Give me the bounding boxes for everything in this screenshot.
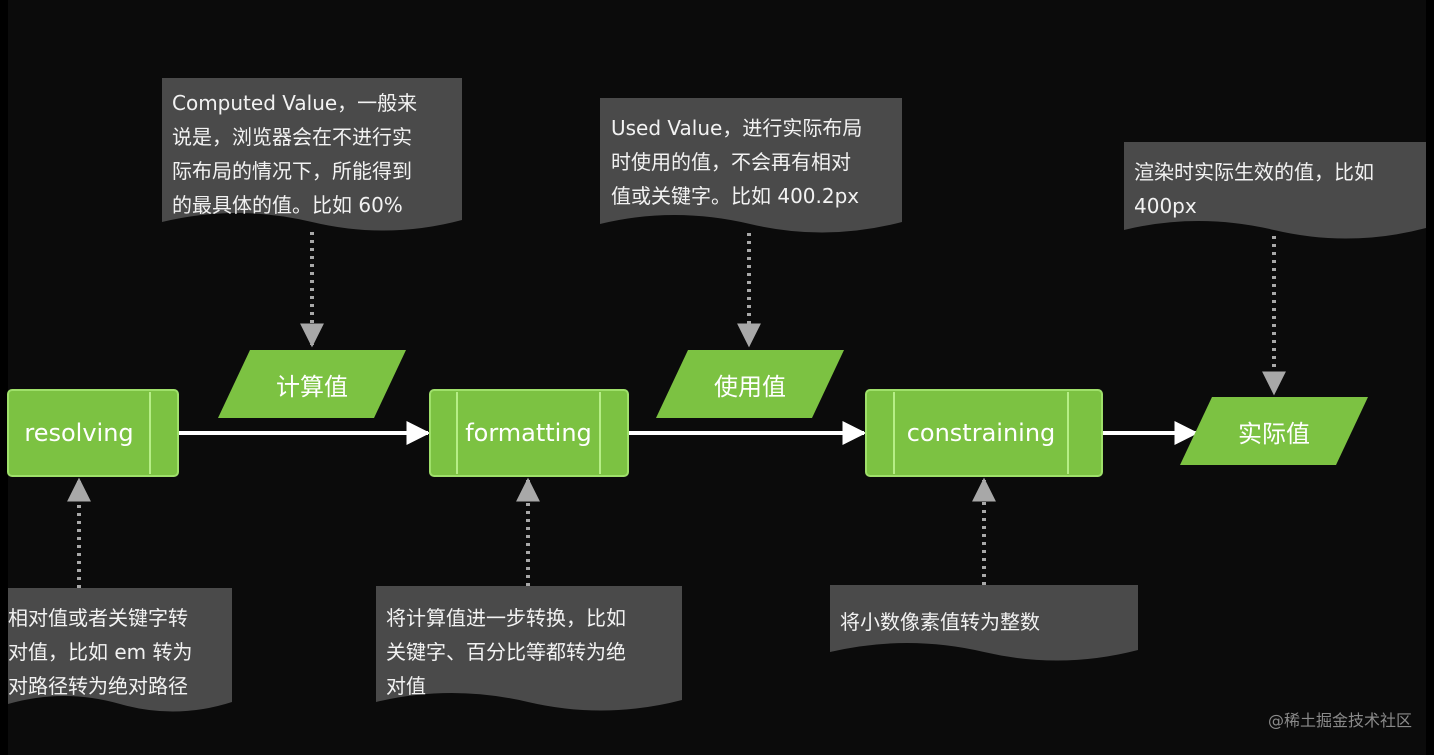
data-node-used	[656, 350, 844, 418]
note-text-resolving: 相对值或者关键字转 对值，比如 em 转为 对路径转为绝对路径	[8, 606, 193, 698]
data-label-actual: 实际值	[1238, 419, 1310, 448]
note-text-actual: 渲染时实际生效的值，比如 400px	[1134, 160, 1374, 218]
data-node-actual	[1180, 397, 1368, 465]
process-node-resolving	[7, 389, 179, 477]
process-label-resolving: resolving	[24, 419, 134, 447]
process-label-formatting: formatting	[465, 419, 592, 447]
data-node-computed	[218, 350, 406, 418]
note-box-computed	[162, 78, 462, 231]
note-box-used	[600, 98, 902, 233]
note-text-computed: Computed Value，一般来 说是，浏览器会在不进行实 际布局的情况下，…	[172, 91, 418, 217]
note-box-resolving	[8, 588, 232, 712]
process-node-constraining	[865, 389, 1103, 477]
note-box-constraining	[830, 585, 1138, 661]
note-text-constraining: 将小数像素值转为整数	[840, 610, 1040, 634]
process-node-formatting	[429, 389, 629, 477]
watermark: @稀土掘金技术社区	[1267, 711, 1412, 730]
data-label-used: 使用值	[714, 372, 786, 401]
process-label-constraining: constraining	[906, 419, 1056, 447]
note-box-formatting	[376, 586, 682, 711]
note-text-used: Used Value，进行实际布局 时使用的值，不会再有相对 值或关键字。比如 …	[611, 116, 863, 208]
data-label-computed: 计算值	[276, 372, 348, 401]
note-text-formatting: 将计算值进一步转换，比如 关键字、百分比等都转为绝 对值	[386, 606, 626, 698]
note-box-actual	[1124, 142, 1426, 239]
